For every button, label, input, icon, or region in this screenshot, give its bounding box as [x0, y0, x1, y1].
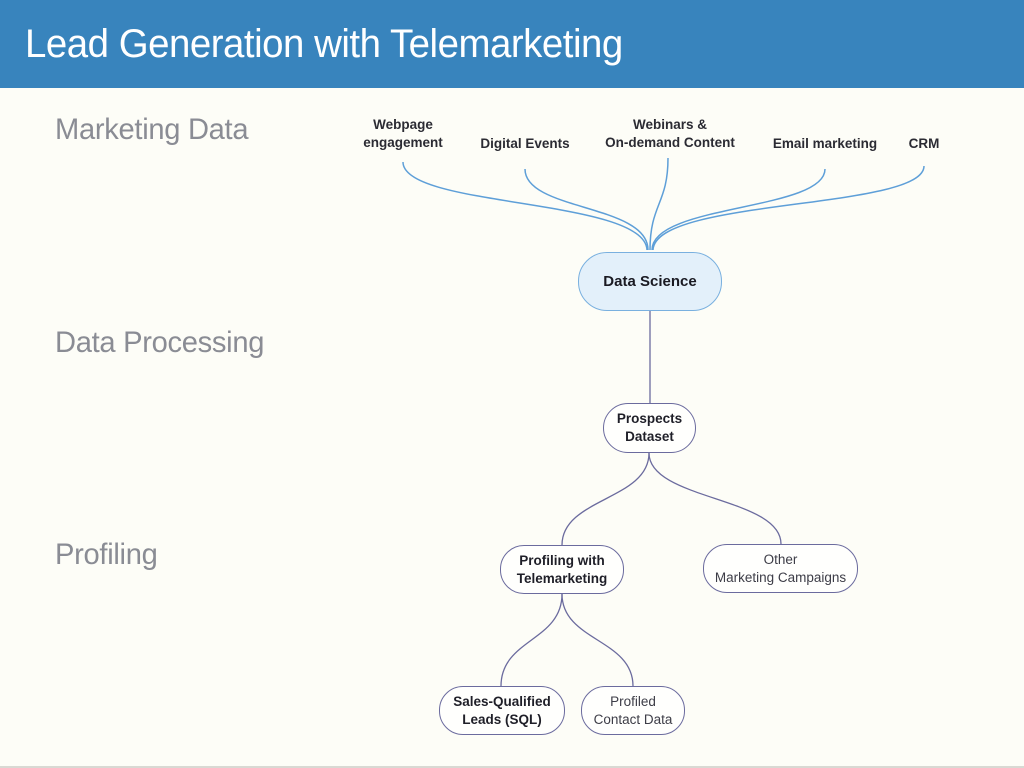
slide-title: Lead Generation with Telemarketing — [25, 21, 623, 66]
curve-profiling-to-profiled-data — [561, 593, 634, 687]
curve-prospects-to-other-campaigns — [648, 452, 782, 545]
source-label-webinars: Webinars & On-demand Content — [580, 116, 760, 152]
stage-label-data-processing: Data Processing — [55, 326, 265, 359]
node-data-science: Data Science — [578, 252, 722, 311]
curve-prospects-to-profiling — [561, 452, 650, 546]
node-label-line: Marketing Campaigns — [714, 569, 847, 585]
curve-webinars-to-data-science — [649, 157, 669, 251]
curve-digital-events-to-data-science — [524, 168, 649, 251]
curve-crm-to-data-science — [652, 165, 925, 251]
node-label-line: Profiling with — [519, 552, 605, 568]
node-profiling-with-telemarketing: Profiling with Telemarketing — [500, 545, 624, 594]
source-label-line: engagement — [363, 135, 443, 150]
title-bar: Lead Generation with Telemarketing — [0, 0, 1024, 88]
node-label-line: Leads (SQL) — [462, 711, 542, 727]
node-label-line: Contact Data — [593, 711, 673, 727]
source-label-email-marketing: Email marketing — [772, 136, 878, 151]
stage-label-marketing-data: Marketing Data — [55, 113, 249, 146]
node-label-line: Sales-Qualified — [453, 693, 551, 709]
source-label-line: On-demand Content — [605, 135, 735, 150]
source-label-line: Webinars & — [632, 117, 708, 132]
node-label-line: Dataset — [625, 429, 674, 444]
curve-email-to-data-science — [651, 168, 826, 251]
node-label-line: Prospects — [616, 411, 683, 426]
node-prospects-dataset: Prospects Dataset — [603, 403, 696, 453]
curve-profiling-to-sql — [500, 593, 563, 687]
source-label-crm: CRM — [908, 136, 940, 151]
node-label-line: Other — [763, 551, 798, 567]
node-label-line: Telemarketing — [516, 570, 608, 586]
curve-webpage-to-data-science — [402, 161, 648, 251]
stage-label-profiling: Profiling — [55, 538, 158, 571]
node-sales-qualified-leads: Sales-Qualified Leads (SQL) — [439, 686, 565, 735]
source-label-webpage-engagement: Webpage engagement — [333, 116, 473, 152]
node-profiled-contact-data: Profiled Contact Data — [581, 686, 685, 735]
node-label-line: Profiled — [610, 693, 656, 709]
source-label-digital-events: Digital Events — [480, 136, 570, 151]
node-other-marketing-campaigns: Other Marketing Campaigns — [703, 544, 858, 593]
source-label-line: Webpage — [373, 117, 433, 132]
